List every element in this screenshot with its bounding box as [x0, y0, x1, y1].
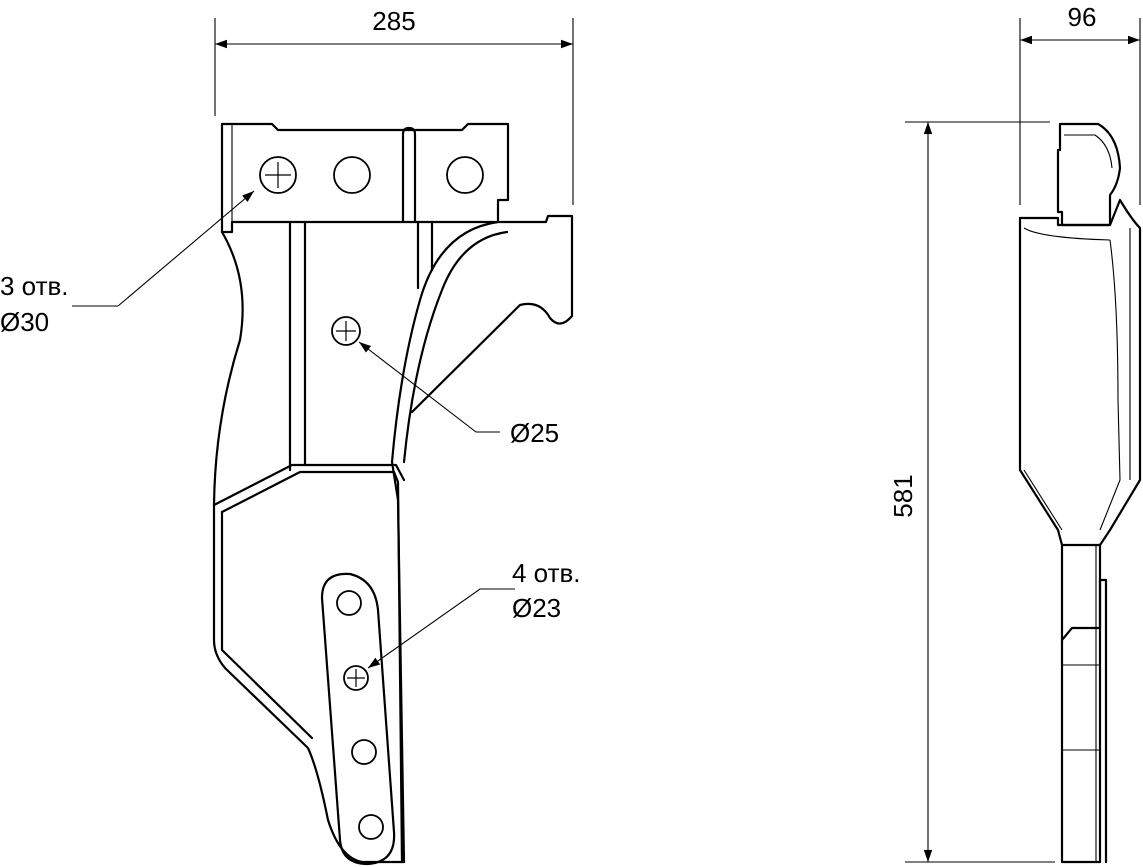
note-hole-25: Ø25	[510, 418, 559, 448]
hole-30-2	[333, 156, 371, 194]
dim-96-label: 96	[1068, 2, 1097, 32]
note-holes-23-count: 4 отв.	[512, 558, 581, 588]
lower-shield-outer	[212, 463, 406, 507]
leader-hole-25	[358, 341, 500, 433]
hinge-arm	[320, 572, 396, 866]
top-plate-outline	[220, 122, 510, 234]
hole-23-4	[358, 814, 384, 840]
side-left-edge	[1018, 216, 1064, 547]
side-stem	[1060, 543, 1102, 864]
side-inner-curve	[1099, 239, 1121, 531]
side-upper-body	[1018, 198, 1142, 547]
note-holes-30-dia: Ø30	[0, 307, 49, 337]
side-inner-left	[1023, 227, 1111, 241]
blade-outline-outer	[390, 220, 500, 864]
leader-holes-23	[367, 588, 515, 669]
body-outline	[212, 230, 406, 864]
side-head	[1056, 122, 1122, 227]
hole-30-3	[446, 156, 484, 194]
note-holes-30-count: 3 отв.	[0, 271, 69, 301]
top-plate-rib	[401, 126, 417, 224]
hole-23-1	[336, 590, 362, 616]
dim-285-label: 285	[372, 6, 415, 36]
side-lower-plate	[1060, 578, 1108, 864]
side-head-inner	[1064, 134, 1113, 169]
bracket-ear	[410, 214, 574, 414]
leader-holes-30	[117, 190, 255, 307]
front-view: 285 3 отв. Ø30 Ø25 4 отв. Ø23	[0, 6, 581, 866]
blade-outline-inner	[402, 230, 509, 464]
side-view: 96 581	[888, 2, 1142, 864]
hole-23-3	[351, 739, 377, 765]
lower-shield-inner	[220, 470, 404, 864]
note-holes-23-dia: Ø23	[512, 593, 561, 623]
side-inner-left-2	[1023, 469, 1063, 531]
dim-581-label: 581	[888, 474, 918, 517]
